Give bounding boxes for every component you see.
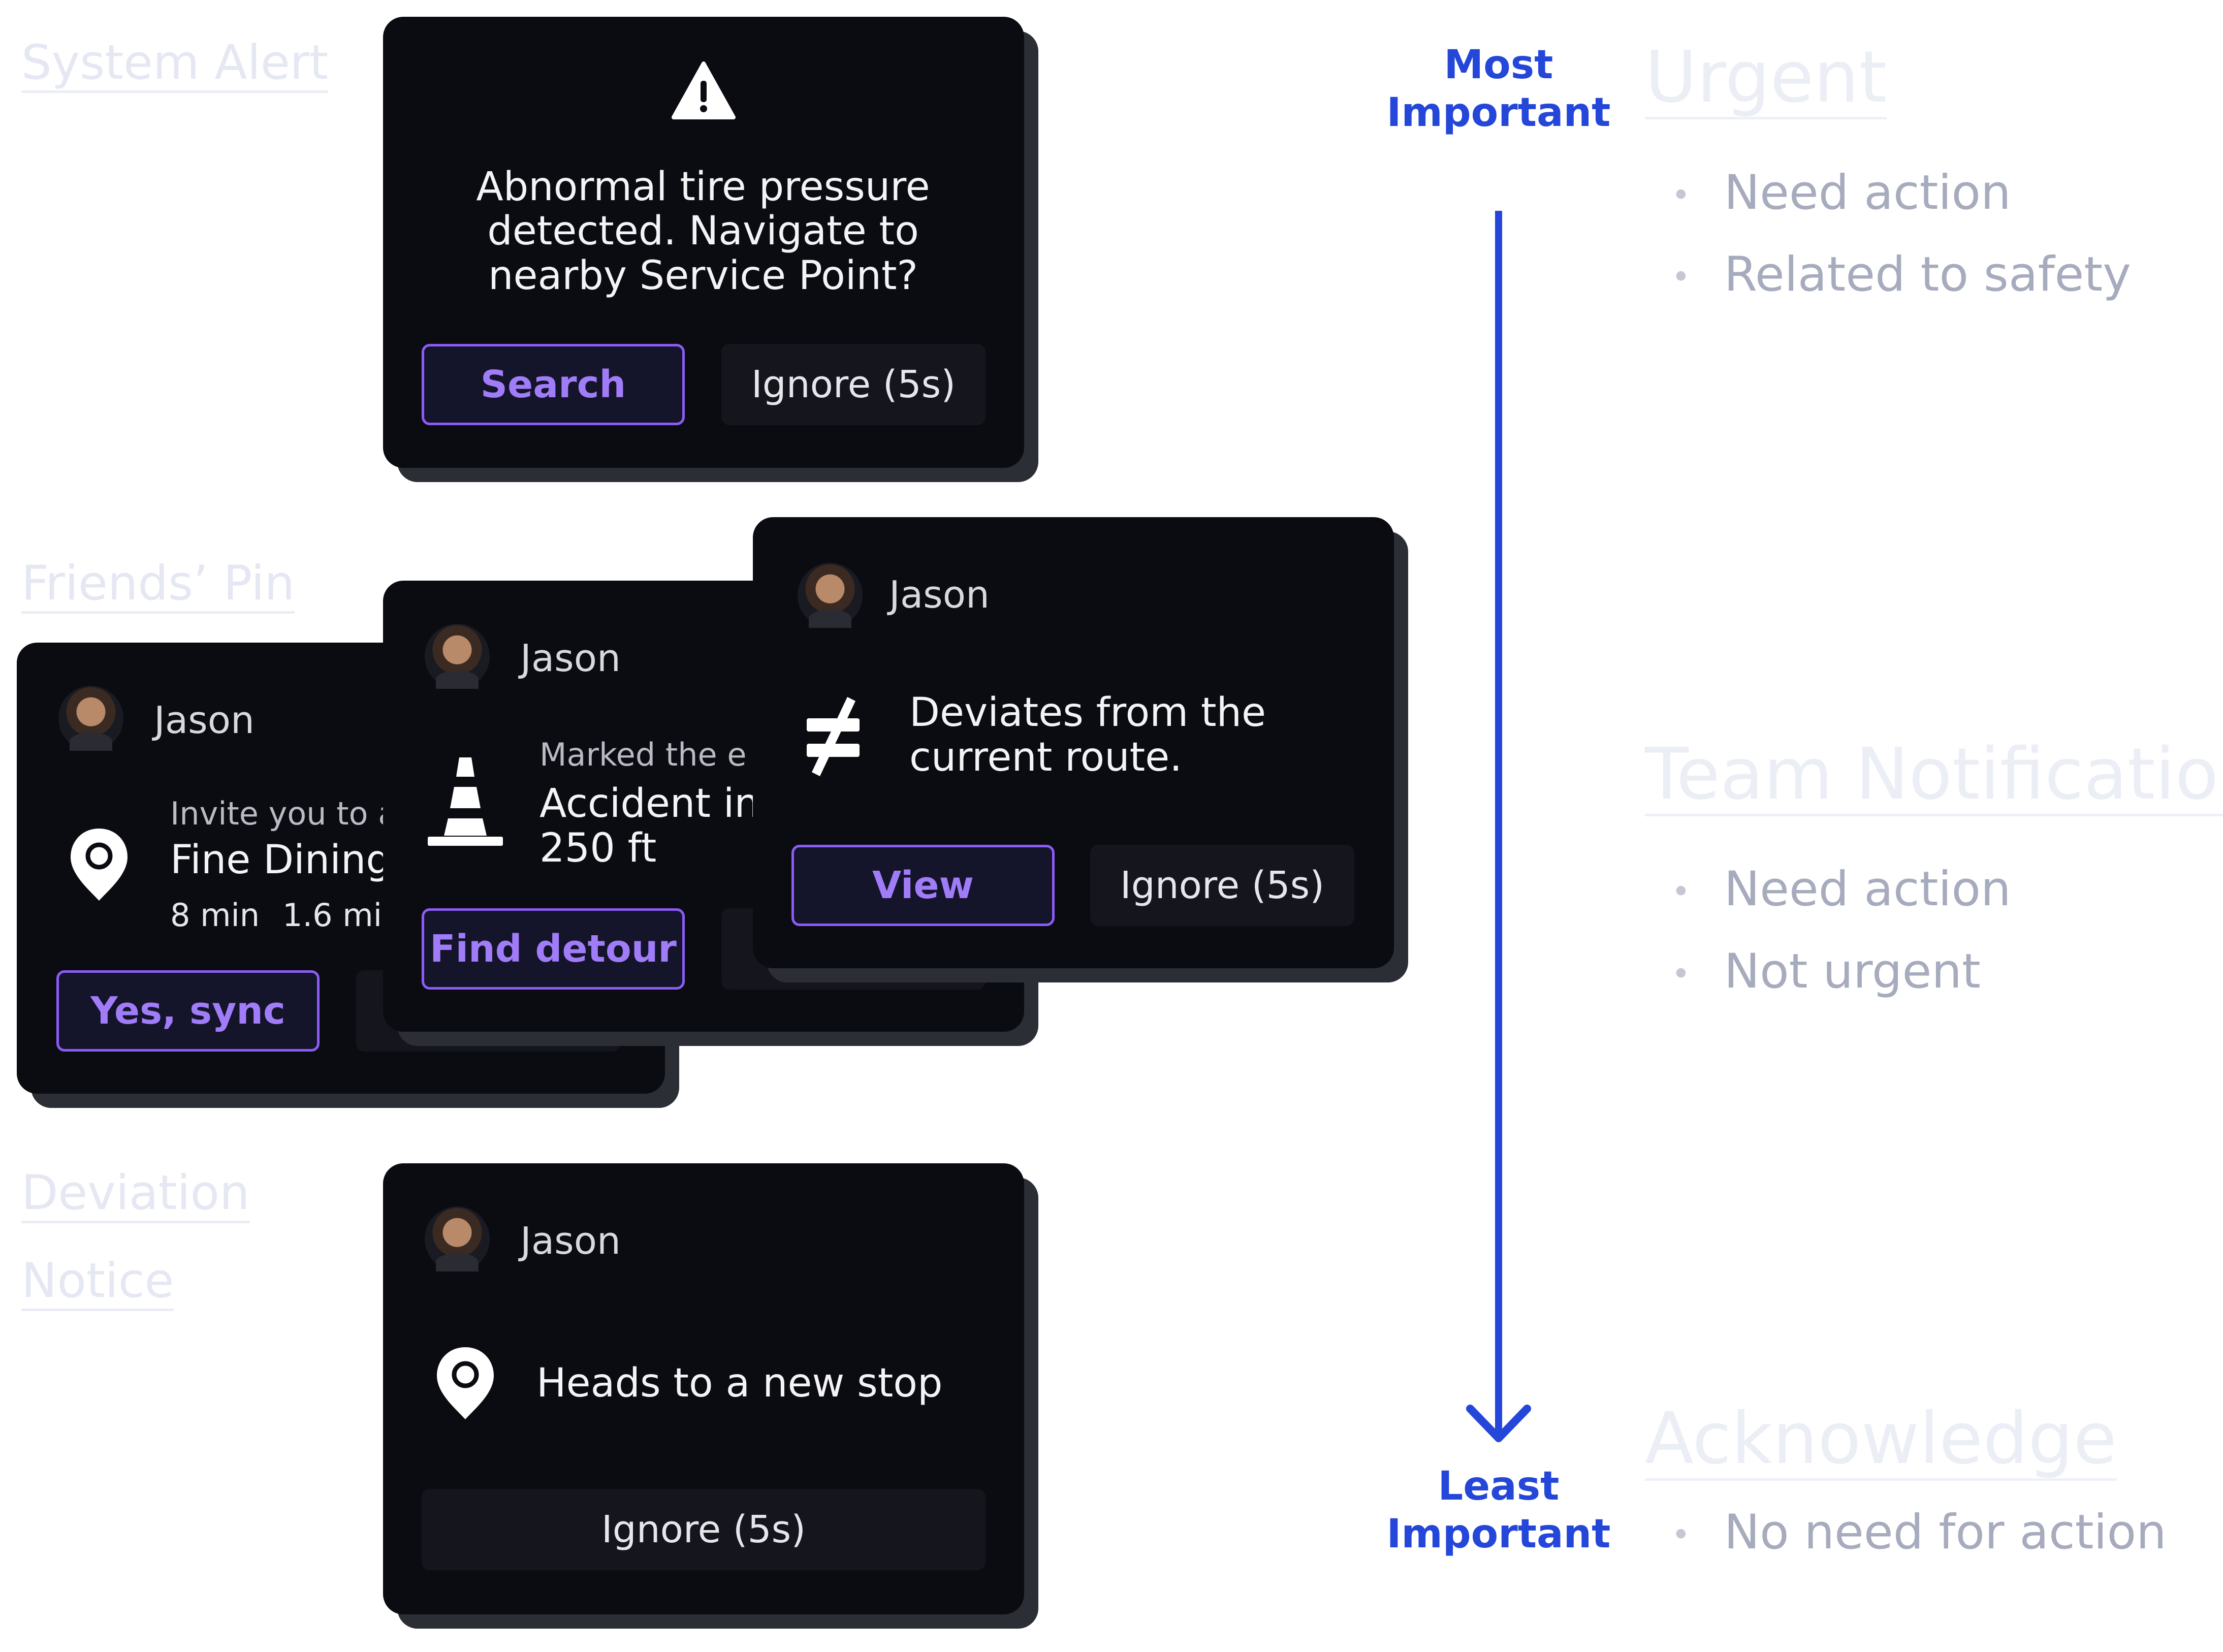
section-label-notice: Notice <box>21 1253 174 1312</box>
user-name: Jason <box>154 698 255 742</box>
yes-sync-button[interactable]: Yes, sync <box>56 970 320 1052</box>
category-title-acknowledge: Acknowledge <box>1645 1397 2117 1481</box>
category-bullet: •Not urgent <box>1671 944 1981 999</box>
location-pin-icon <box>71 829 128 901</box>
user-name: Jason <box>520 637 621 680</box>
new-stop-card: Jason Heads to a new stop Ignore (5s) <box>383 1163 1024 1614</box>
marked-text: Marked the e <box>539 736 747 773</box>
scale-bottom-line-1: Least <box>1438 1464 1560 1509</box>
section-label-system-alert: System Alert <box>21 35 329 93</box>
view-button[interactable]: View <box>791 845 1055 926</box>
category-bullet: •Need action <box>1671 862 2011 917</box>
not-equal-icon <box>807 697 860 776</box>
find-detour-button[interactable]: Find detour <box>422 908 685 990</box>
bullet-text: No need for action <box>1724 1505 2167 1560</box>
ignore-button[interactable]: Ignore (5s) <box>422 1489 986 1570</box>
event-line-2: 250 ft <box>539 825 657 871</box>
section-label-deviation: Deviation <box>21 1165 250 1224</box>
distance-text: 1.6 mi <box>282 897 382 934</box>
place-name: Fine Dining <box>170 837 391 883</box>
ignore-button[interactable]: Ignore (5s) <box>721 344 986 425</box>
bullet-text: Related to safety <box>1724 247 2131 302</box>
traffic-cone-icon <box>428 757 503 846</box>
deviation-line-2: current route. <box>909 735 1183 780</box>
bullet-text: Not urgent <box>1724 944 1981 999</box>
location-pin-icon <box>437 1347 494 1419</box>
scale-top-line-1: Most <box>1444 42 1553 88</box>
avatar <box>425 624 490 689</box>
scale-top-line-2: Important <box>1386 89 1611 136</box>
category-bullet: •No need for action <box>1671 1505 2167 1560</box>
category-title-urgent: Urgent <box>1645 36 1887 119</box>
category-bullet: •Need action <box>1671 165 2011 220</box>
bullet-text: Need action <box>1724 862 2011 917</box>
event-line-1: Accident in <box>539 781 759 827</box>
avatar <box>798 563 863 628</box>
system-alert-card: Abnormal tire pressure detected. Navigat… <box>383 17 1024 468</box>
avatar <box>425 1206 490 1272</box>
ignore-button[interactable]: Ignore (5s) <box>1090 845 1354 926</box>
alert-message: Abnormal tire pressure detected. Navigat… <box>476 164 930 299</box>
avatar <box>58 686 123 751</box>
deviation-card: Jason Deviates from the current route. V… <box>753 517 1394 968</box>
user-name: Jason <box>520 1219 621 1263</box>
search-button[interactable]: Search <box>422 344 685 425</box>
bullet-text: Need action <box>1724 165 2011 220</box>
category-bullet: •Related to safety <box>1671 247 2131 302</box>
invite-text: Invite you to a <box>170 795 398 832</box>
eta-text: 8 min <box>170 897 260 934</box>
scale-top-label: Most Important <box>1372 42 1626 137</box>
section-label-friends-pin: Friends’ Pin <box>21 556 295 614</box>
warning-triangle-icon <box>672 61 736 119</box>
category-title-team-notification: Team Notification <box>1645 736 2223 816</box>
stop-message: Heads to a new stop <box>536 1360 943 1406</box>
scale-bottom-label: Least Important <box>1372 1463 1626 1558</box>
importance-arrow <box>1466 211 1531 1442</box>
deviation-line-1: Deviates from the <box>909 690 1266 736</box>
scale-bottom-line-2: Important <box>1386 1511 1611 1557</box>
user-name: Jason <box>889 573 990 617</box>
